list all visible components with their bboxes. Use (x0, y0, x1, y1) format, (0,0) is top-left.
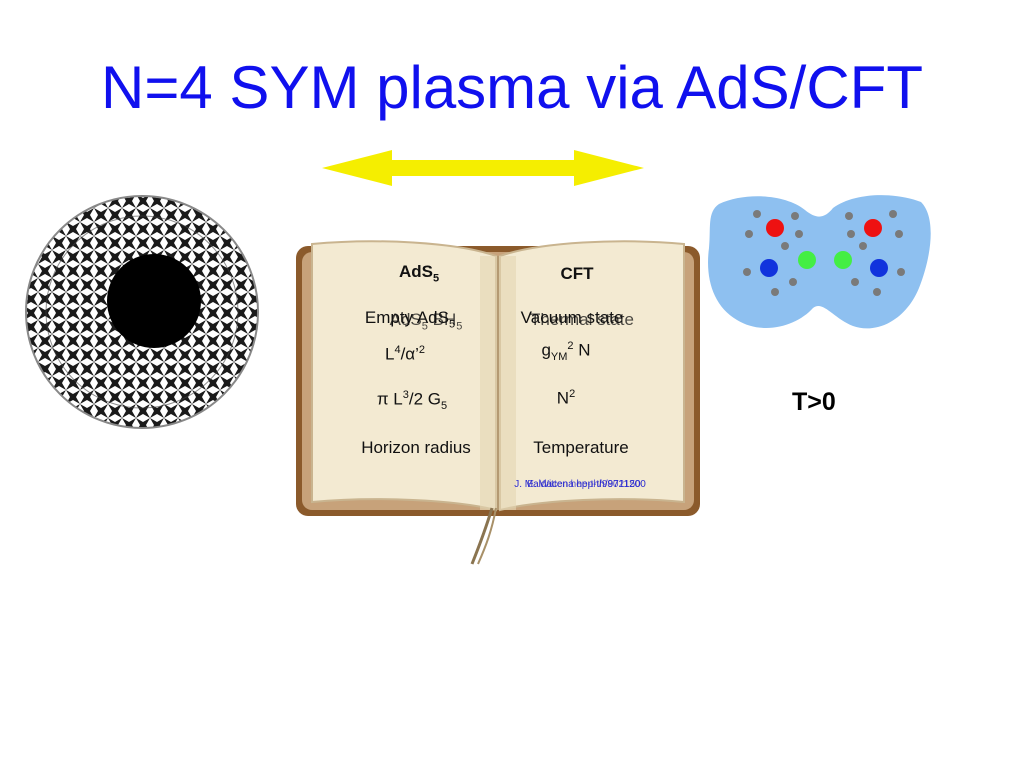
temperature-label: T>0 (792, 388, 836, 417)
newton-constant-ratio: π L3/2 G5 (377, 389, 447, 412)
ads-header: AdS5 (399, 262, 439, 284)
ads-bh-label: AdS5 BH5 (390, 310, 463, 332)
thermal-state-label: Thermal state (530, 310, 634, 330)
temperature-term-label: Temperature (533, 438, 628, 458)
thooft-coupling: gYM2 N (541, 340, 590, 363)
n-squared: N2 (557, 388, 575, 409)
open-book-image (296, 238, 700, 568)
plasma-blob-image (705, 188, 937, 334)
cft-header: CFT (560, 264, 593, 284)
hyperbolic-disk-image (24, 194, 260, 430)
reference-witten: E. Witten hep-th/9802150 (527, 479, 640, 490)
slide-title: N=4 SYM plasma via AdS/CFT (0, 58, 1024, 118)
double-arrow-icon (318, 148, 648, 188)
string-length-ratio: L4/α’2 (385, 344, 425, 365)
horizon-radius-label: Horizon radius (361, 438, 471, 458)
black-hole-icon (107, 254, 201, 348)
